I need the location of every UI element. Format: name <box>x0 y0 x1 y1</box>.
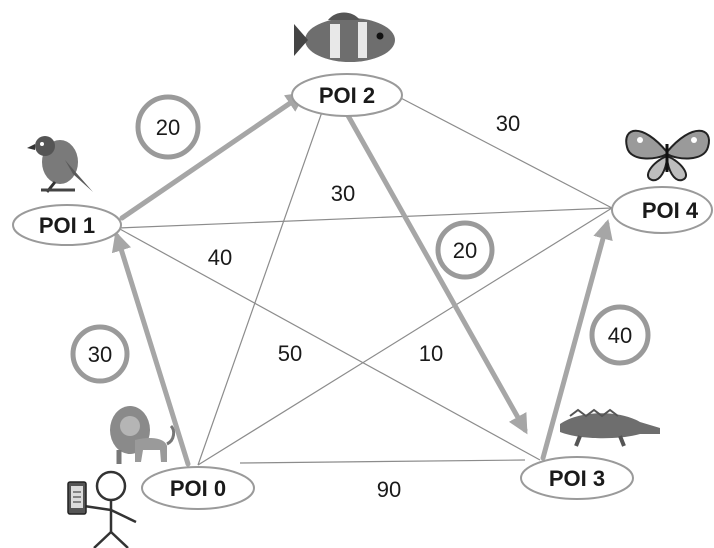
route-circle-poi1-poi2: 20 <box>135 94 201 160</box>
edge-label-poi2-poi4: 30 <box>496 111 520 136</box>
route-label-poi2-poi3: 20 <box>453 238 477 263</box>
edge-label-poi0-poi3: 90 <box>377 477 401 502</box>
edge-poi2-poi4 <box>394 94 613 209</box>
route-label-poi3-poi4: 40 <box>608 323 632 348</box>
butterfly-icon <box>625 129 710 182</box>
edge-poi0-poi3 <box>239 459 526 464</box>
node-poi0: POI 0 <box>141 466 255 510</box>
lion-icon <box>110 406 176 464</box>
route-circle-poi3-poi4: 40 <box>589 304 651 366</box>
route-label-poi0-poi1: 30 <box>88 342 112 367</box>
node-label-poi1: POI 1 <box>39 213 95 238</box>
route-label-poi1-poi2: 20 <box>156 115 180 140</box>
node-label-poi3: POI 3 <box>549 466 605 491</box>
route-arrow-poi2-poi3 <box>343 109 528 435</box>
route-arrow-poi3-poi4 <box>540 219 613 461</box>
edge-label-poi1-poi4: 30 <box>331 181 355 206</box>
bird-icon <box>27 136 93 193</box>
edge-poi0-poi4 <box>197 207 613 466</box>
edge-poi0-poi2 <box>197 111 323 466</box>
node-poi1: POI 1 <box>12 204 122 246</box>
edge-label-poi0-poi4: 10 <box>419 341 443 366</box>
edge-label-poi1-poi3: 40 <box>208 245 232 270</box>
crocodile-icon <box>560 408 660 447</box>
route-circle-poi0-poi1: 30 <box>70 324 130 384</box>
fish-icon <box>294 12 395 62</box>
node-label-poi4: POI 4 <box>642 198 699 223</box>
person-with-phone-icon <box>67 470 137 548</box>
route-arrow-poi1-poi2 <box>119 92 307 221</box>
node-label-poi0: POI 0 <box>170 476 226 501</box>
edge-poi1-poi3 <box>117 227 541 461</box>
node-poi2: POI 2 <box>291 73 403 117</box>
route-arrows <box>111 92 613 467</box>
route-circle-poi2-poi3: 20 <box>435 220 495 280</box>
node-poi4: POI 4 <box>611 186 713 234</box>
edge-label-poi0-poi2: 50 <box>278 341 302 366</box>
edge-poi1-poi4 <box>117 207 613 229</box>
edges <box>117 94 613 466</box>
node-label-poi2: POI 2 <box>319 83 375 108</box>
route-arrow-poi0-poi1 <box>111 231 191 467</box>
node-poi3: POI 3 <box>520 456 634 500</box>
